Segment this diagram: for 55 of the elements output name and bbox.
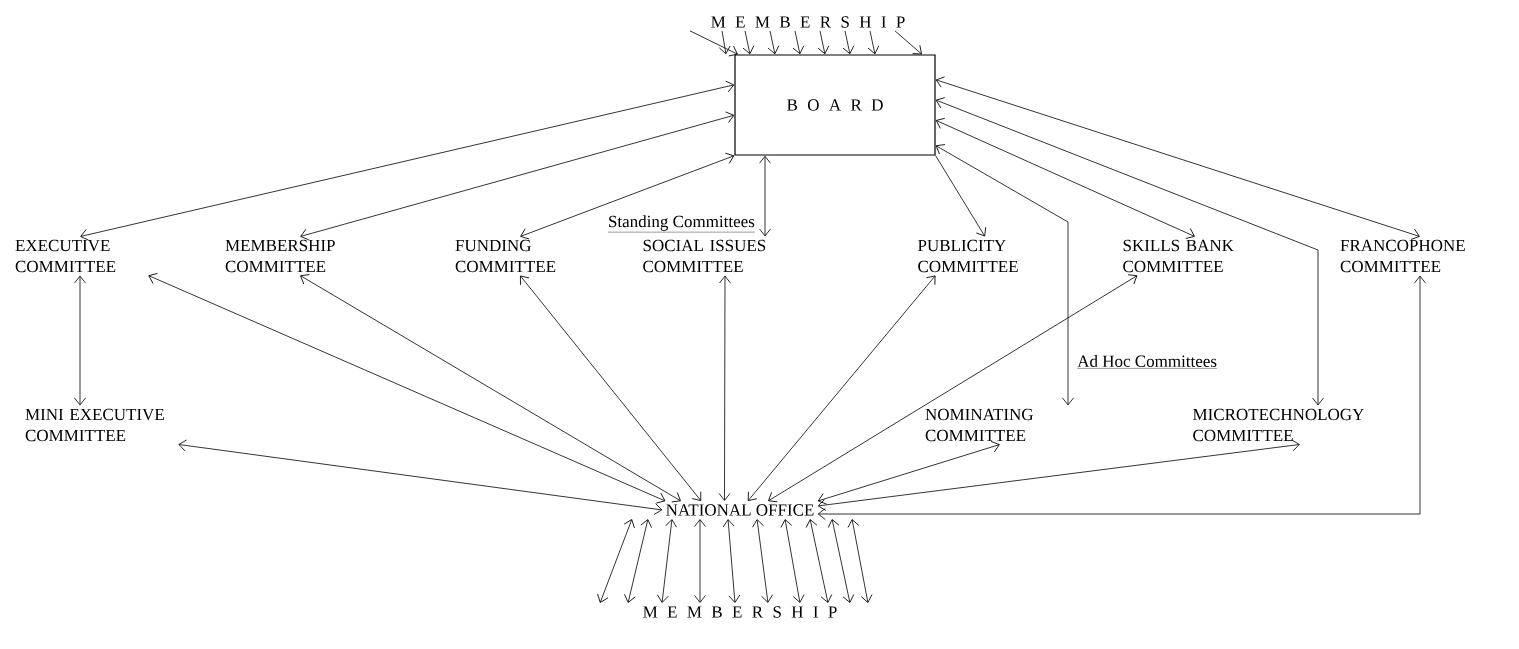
committee-label: PUBLICITY COMMITTEE (918, 239, 1018, 273)
arrow (894, 30, 922, 55)
group-heading: Standing Committees (607, 215, 755, 233)
arrow (624, 519, 652, 603)
arrow (817, 441, 1000, 505)
committee-label: MEMBERSHIP COMMITTEE (225, 239, 335, 273)
arrow (817, 439, 1300, 511)
arrow (597, 519, 635, 603)
arrow (847, 519, 873, 603)
arrow (752, 519, 773, 603)
arrow (935, 76, 1420, 240)
membership-label: M E M B E R S H I P (711, 16, 905, 28)
arrow (722, 519, 741, 603)
office-label: NATIONAL OFFICE (666, 504, 814, 516)
arrow (747, 275, 936, 501)
board-box: B O A R D (734, 54, 936, 156)
arrow (694, 519, 706, 603)
arrow (935, 144, 1074, 406)
arrow (74, 275, 86, 406)
arrow (148, 273, 666, 504)
arrow (935, 117, 1195, 239)
arrow (935, 155, 987, 237)
arrow (80, 80, 735, 241)
arrow (767, 30, 780, 55)
arrow (935, 97, 1324, 406)
committee-label: NOMINATING COMMITTEE (925, 408, 1034, 442)
arrow (300, 274, 681, 503)
arrow (718, 275, 731, 501)
arrow (842, 30, 855, 55)
committee-label: MICROTECHNOLOGY COMMITTEE (1193, 408, 1364, 442)
arrow (300, 111, 735, 241)
arrow (768, 274, 1138, 503)
committee-label: SKILLS BANK COMMITTEE (1123, 239, 1234, 273)
committee-label: SOCIAL ISSUES COMMITTEE (643, 239, 766, 273)
arrow (520, 152, 735, 240)
arrow (718, 30, 731, 55)
committee-label: EXECUTIVE COMMITTEE (15, 239, 116, 273)
arrow (867, 30, 880, 55)
committee-label: FUNDING COMMITTEE (455, 239, 556, 273)
committee-label: FRANCOPHONE COMMITTEE (1340, 239, 1465, 273)
committee-label: MINI EXECUTIVE COMMITTEE (25, 408, 164, 442)
arrow (742, 30, 755, 55)
arrow (759, 155, 771, 237)
arrow (178, 439, 663, 515)
group-heading: Ad Hoc Committees (1077, 355, 1218, 369)
arrow (780, 519, 805, 603)
arrow (827, 519, 855, 603)
arrow (805, 519, 833, 603)
membership-label: M E M B E R S H I P (643, 606, 837, 618)
arrow (817, 30, 830, 55)
arrow (657, 519, 677, 603)
arrow (817, 275, 1426, 520)
arrow (520, 275, 702, 501)
arrow (792, 30, 805, 55)
arrow (689, 30, 738, 57)
